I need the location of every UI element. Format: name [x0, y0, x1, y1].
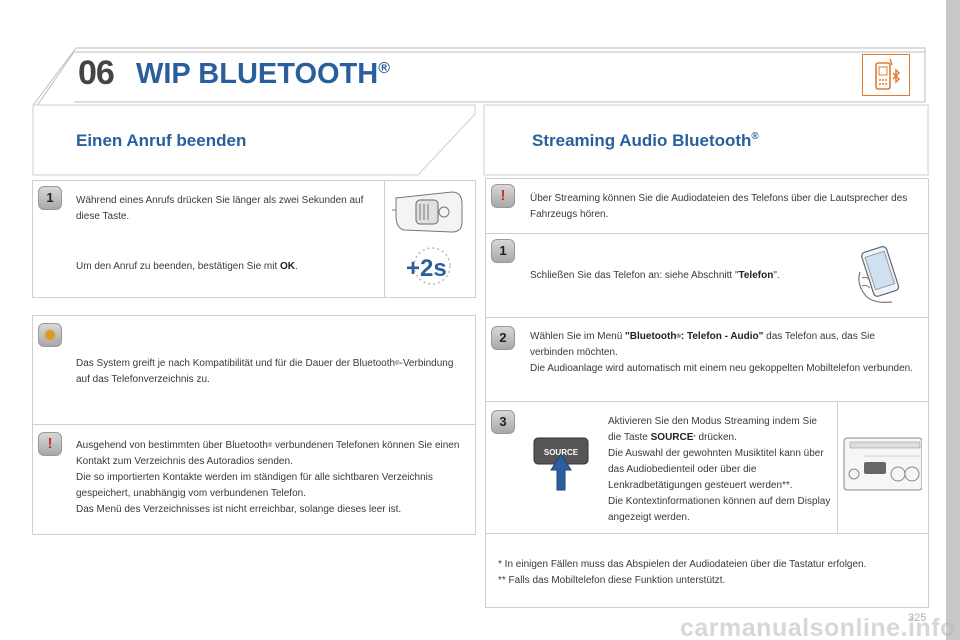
footnote-1: * In einigen Fällen muss das Abspielen d…: [498, 559, 867, 570]
chapter-title: WIP BLUETOOTH®: [136, 58, 391, 90]
right-title-panel: [483, 104, 929, 176]
end-call-instruction: Während eines Anrufs drücken Sie länger …: [76, 195, 364, 222]
section-title-streaming: Streaming Audio Bluetooth®: [532, 131, 759, 150]
press-arrow-icon: [546, 452, 576, 492]
info-panel: [32, 315, 476, 425]
step-badge: 1: [491, 239, 515, 263]
footnote-2: ** Falls das Mobiltelefon diese Funktion…: [498, 575, 726, 586]
footnotes-panel: [485, 534, 929, 608]
warning-panel-contacts: [32, 425, 476, 535]
page-number: 325: [908, 612, 927, 624]
watermark: carmanualsonline.info: [680, 614, 956, 640]
page-edge-strip: [946, 0, 960, 640]
step-badge: 2: [491, 326, 515, 350]
phone-bluetooth-icon: [862, 54, 910, 96]
select-phone-text: Wählen Sie im Menü "Bluetooth®: Telefon …: [530, 331, 914, 374]
info-text: Das System greift je nach Kompatibilität…: [76, 358, 454, 385]
streaming-intro-text: Über Streaming können Sie die Audiodatei…: [530, 193, 908, 220]
warning-icon: !: [491, 184, 515, 208]
warning-icon: !: [38, 432, 62, 456]
step-panel-select: [485, 318, 929, 402]
left-title-panel: [32, 104, 476, 176]
svg-text:SOURCE: SOURCE: [544, 448, 579, 457]
lightbulb-icon: ✺: [38, 323, 62, 347]
chapter-number: 06: [78, 54, 115, 92]
header-frame: [33, 47, 926, 110]
step-badge: 1: [38, 186, 62, 210]
warning-panel-streaming: [485, 178, 929, 234]
activate-streaming-text: Aktivieren Sie den Modus Streaming indem…: [608, 416, 831, 523]
section-title-end-call: Einen Anruf beenden: [76, 131, 247, 150]
svg-text:+2s: +2s: [406, 255, 447, 282]
end-call-confirm: Um den Anruf zu beenden, bestätigen Sie …: [76, 261, 298, 272]
step-panel-connect: [485, 234, 929, 318]
connect-phone-text: Schließen Sie das Telefon an: siehe Absc…: [530, 270, 780, 281]
radio-unit-illustration: [842, 432, 923, 494]
phone-in-hand-icon: [852, 242, 912, 308]
steering-control-illustration: [392, 186, 470, 238]
warning-contacts-text: Ausgehend von bestimmten über Bluetooth®…: [76, 440, 460, 515]
step-badge: 3: [491, 410, 515, 434]
hold-two-seconds-icon: +2s: [404, 246, 452, 286]
